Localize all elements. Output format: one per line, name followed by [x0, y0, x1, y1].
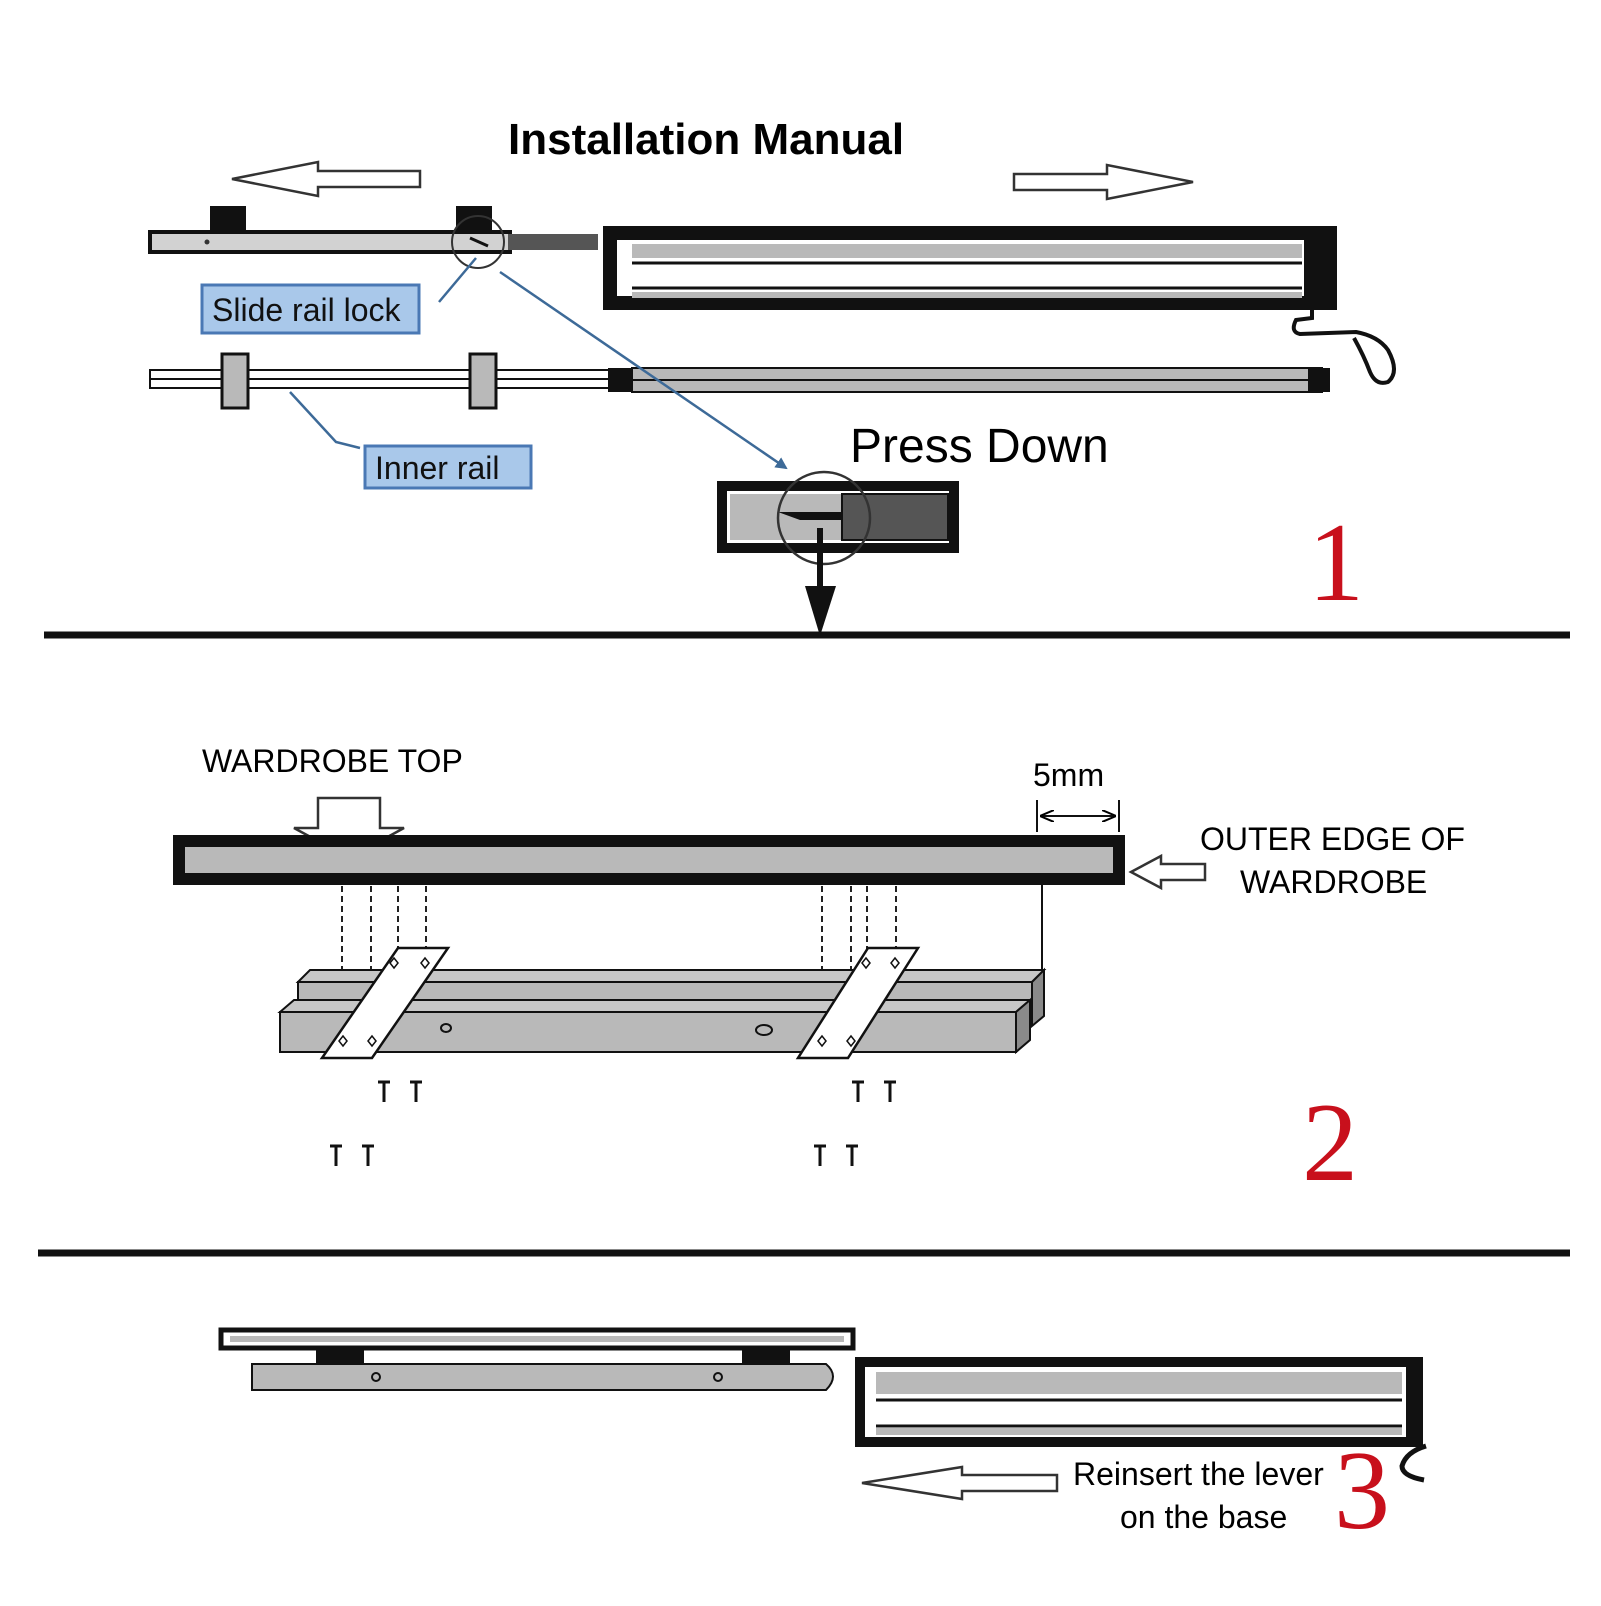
outer-edge-label-line1: OUTER EDGE OF — [1200, 821, 1465, 857]
panel-3: Reinsert the lever on the base 3 — [218, 1327, 1427, 1553]
slide-rail-assembly — [218, 1327, 856, 1391]
base-frame — [855, 1357, 1423, 1447]
upper-slide-rail — [148, 206, 598, 269]
outer-edge-label-line2: WARDROBE — [1240, 864, 1427, 900]
screw-icon — [852, 1080, 864, 1102]
screw-icon — [362, 1144, 374, 1166]
arrow-left-icon — [861, 1465, 1059, 1501]
svg-text:Slide rail lock: Slide rail lock — [212, 292, 402, 328]
lever-handle — [1399, 1443, 1427, 1483]
screw-icon — [330, 1144, 342, 1166]
inner-rail — [149, 352, 1330, 410]
arrow-left-icon — [1128, 853, 1207, 891]
screw-icon — [378, 1080, 390, 1102]
arrow-right-icon — [1012, 163, 1194, 201]
wardrobe-top-board — [173, 835, 1125, 885]
wardrobe-top-label: WARDROBE TOP — [202, 743, 463, 779]
manual-title: Installation Manual — [508, 115, 904, 164]
mounting-bracket — [220, 352, 250, 410]
step-number-1: 1 — [1308, 501, 1364, 625]
panel-2: WARDROBE TOP 5mm OUTER EDGE OF WARDROBE — [173, 743, 1465, 1205]
step-number-3: 3 — [1334, 1429, 1390, 1553]
mounting-bracket — [795, 946, 921, 1060]
reinsert-label-line2: on the base — [1120, 1499, 1287, 1535]
lock-detail-circle — [451, 215, 505, 269]
reinsert-label-line1: Reinsert the lever — [1073, 1456, 1324, 1492]
callout-inner-rail: Inner rail — [363, 444, 533, 490]
mounting-bracket — [319, 946, 451, 1060]
screw-icon — [884, 1080, 896, 1102]
screw-icon — [814, 1144, 826, 1166]
step-number-2: 2 — [1302, 1081, 1358, 1205]
lock-detail-zoom — [717, 470, 959, 636]
svg-text:Inner rail: Inner rail — [375, 450, 500, 486]
mounting-bracket — [468, 352, 498, 410]
arrow-down-icon — [805, 586, 836, 636]
rail-stopper — [456, 206, 492, 232]
gap-dimension-label: 5mm — [1033, 757, 1104, 793]
press-down-label: Press Down — [850, 420, 1109, 473]
lever-handle — [1291, 303, 1396, 385]
rail-stopper — [210, 206, 246, 232]
screw-icon — [410, 1080, 422, 1102]
screw-icon — [846, 1144, 858, 1166]
arrow-left-icon — [231, 160, 422, 198]
track-rails — [277, 967, 1047, 1055]
upper-main-frame — [603, 226, 1337, 310]
callout-slide-rail-lock: Slide rail lock — [200, 283, 421, 335]
panel-1: Installation Manual — [148, 115, 1396, 636]
